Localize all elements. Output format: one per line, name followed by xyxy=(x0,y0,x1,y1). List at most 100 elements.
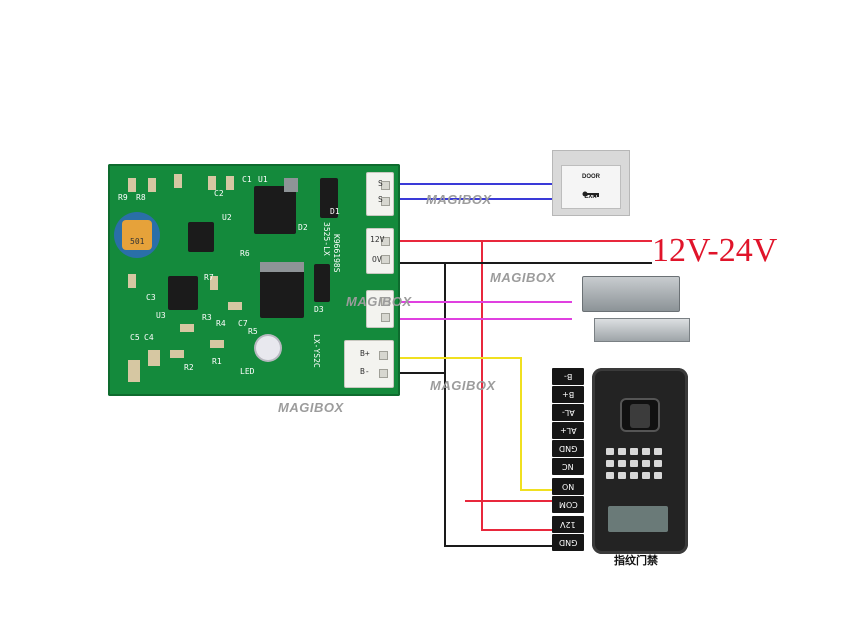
ic-sot xyxy=(168,276,198,310)
keypad-key xyxy=(618,472,626,479)
keypad-key xyxy=(654,448,662,455)
smd-part xyxy=(148,350,160,366)
wire-yellow-to-no xyxy=(520,489,554,491)
smd-part xyxy=(128,178,136,192)
terminal-gnd-2: GND xyxy=(552,534,584,551)
designator: R9 xyxy=(118,193,128,202)
connector-pin xyxy=(381,255,390,264)
terminal-label: NO xyxy=(561,482,575,491)
keypad xyxy=(606,448,674,494)
wire-magenta-1 xyxy=(372,301,572,303)
magnetic-lock-armature xyxy=(594,318,690,342)
designator: C3 xyxy=(146,293,156,302)
smd-part xyxy=(226,176,234,190)
smd-part xyxy=(174,174,182,188)
keypad-key xyxy=(618,448,626,455)
wire-black-vertical xyxy=(444,263,446,546)
designator: U3 xyxy=(156,311,166,320)
connector-pin xyxy=(379,369,388,378)
connector-lock xyxy=(366,290,394,328)
voltage-label: 12V-24V xyxy=(652,232,778,269)
terminal-label: B- xyxy=(563,372,573,381)
regulator-u2-tab xyxy=(260,262,304,272)
terminal-label: 12V xyxy=(560,520,576,529)
magnetic-lock xyxy=(572,272,690,344)
regulator-u1 xyxy=(254,186,296,234)
designator: D3 xyxy=(314,305,324,314)
designator: U1 xyxy=(258,175,268,184)
keypad-key xyxy=(630,448,638,455)
diode-d3 xyxy=(314,264,330,302)
terminal-label: NC xyxy=(562,462,574,471)
wire-black-power-top xyxy=(372,262,652,264)
keypad-key xyxy=(606,472,614,479)
reader-label: 指纹门禁 xyxy=(614,554,658,567)
wire-red-power-top xyxy=(372,240,652,242)
wire-black-to-gnd xyxy=(444,545,554,547)
designator: R4 xyxy=(216,319,226,328)
designator: R6 xyxy=(240,249,250,258)
keypad-key xyxy=(606,460,614,467)
keypad-key xyxy=(630,472,638,479)
wire-red-vertical xyxy=(481,241,483,531)
wire-yellow-h xyxy=(372,357,522,359)
connector-exit-label-2: S xyxy=(378,195,383,204)
potentiometer-knob xyxy=(122,220,152,250)
terminal-no: NO xyxy=(552,478,584,495)
smd-part xyxy=(210,276,218,290)
door-exit-button: DOOR EXIT xyxy=(552,150,630,216)
designator: R8 xyxy=(136,193,146,202)
watermark-3: MAGIBOX xyxy=(346,294,412,309)
terminal-b-plus: B+ xyxy=(552,386,584,403)
designator: R2 xyxy=(184,363,194,372)
fingerprint-reader xyxy=(592,368,688,554)
keypad-key xyxy=(654,472,662,479)
exit-button-line1: DOOR xyxy=(582,174,600,180)
reader-display xyxy=(608,506,668,532)
designator: D1 xyxy=(330,207,340,216)
watermark-1: MAGIBOX xyxy=(426,192,492,207)
designator: LED xyxy=(240,367,255,376)
keypad-key xyxy=(606,448,614,455)
ic-soic xyxy=(188,222,214,252)
pot-marking: 501 xyxy=(130,237,145,246)
designator: C5 xyxy=(130,333,140,342)
terminal-nc: NC xyxy=(552,458,584,475)
wire-yellow-v xyxy=(520,357,522,491)
designator: C4 xyxy=(144,333,154,342)
connector-power-label-2: OV xyxy=(372,255,382,264)
smd-part xyxy=(210,340,224,348)
designator: R1 xyxy=(212,357,222,366)
designator: C1 xyxy=(242,175,252,184)
keypad-key xyxy=(630,460,638,467)
regulator-u1-tab xyxy=(284,178,298,192)
terminal-al-plus: AL+ xyxy=(552,422,584,439)
diode-d1 xyxy=(320,178,338,218)
connector-power-label-1: 12V xyxy=(370,235,385,244)
terminal-com: COM xyxy=(552,496,584,513)
smd-part xyxy=(180,324,194,332)
connector-pin xyxy=(379,351,388,360)
keypad-key xyxy=(618,460,626,467)
part-label-1: K966198S xyxy=(332,234,341,273)
terminal-label: COM xyxy=(558,500,578,509)
designator: R5 xyxy=(248,327,258,336)
connector-pin xyxy=(381,313,390,322)
connector-exit xyxy=(366,172,394,216)
terminal-al-minus: AL- xyxy=(552,404,584,421)
wire-red-inner xyxy=(465,500,554,502)
watermark-5: MAGIBOX xyxy=(278,400,344,415)
controller-board: 501 K966198S 3525-LX LX-YS2C C1 C2 C3 C4… xyxy=(108,164,400,396)
smd-part xyxy=(148,178,156,192)
part-label-3: LX-YS2C xyxy=(312,334,321,368)
designator: R3 xyxy=(202,313,212,322)
terminal-label: GND xyxy=(558,538,578,547)
designator: C2 xyxy=(214,189,224,198)
connector-pin xyxy=(381,197,390,206)
keypad-key xyxy=(654,460,662,467)
connector-pin xyxy=(381,237,390,246)
designator: R7 xyxy=(204,273,214,282)
keypad-key xyxy=(642,448,650,455)
exit-button-line2: EXIT xyxy=(584,194,598,200)
keypad-key xyxy=(642,472,650,479)
